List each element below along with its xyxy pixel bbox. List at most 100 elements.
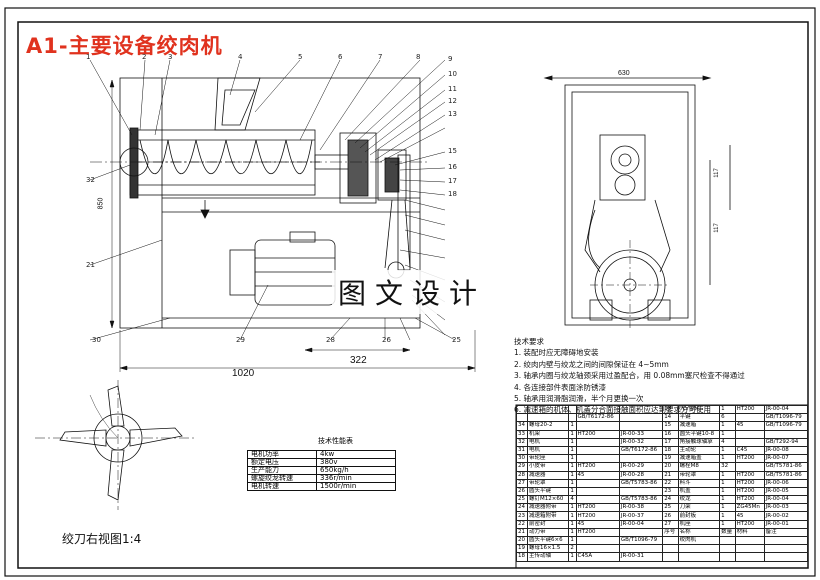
cutter-caption: 绞刀右视图1:4 [62, 532, 142, 546]
bom-cell: JR-00-32 [618, 437, 664, 447]
bom-cell: 16 [662, 429, 679, 439]
bom-cell: JR-00-04 [618, 519, 664, 529]
bom-cell: GB/T1096-79 [763, 413, 809, 423]
bom-cell [719, 544, 736, 554]
part-label: 26 [382, 336, 391, 344]
bom-cell: 1 [719, 429, 736, 439]
part-label: 5 [298, 53, 303, 61]
bom-cell: JR-00-38 [618, 503, 664, 513]
part-label: 2 [142, 53, 147, 61]
bom-cell: 螺母20-2 [527, 421, 570, 431]
spec-value: 1500r/min [316, 482, 396, 491]
bom-cell: GB/T5781-86 [763, 470, 809, 480]
bom-cell: 1 [719, 404, 736, 415]
bom-cell: 1 [719, 478, 736, 488]
bom-cell: 带轮罩 [677, 470, 721, 480]
bom-cell: 减速器 [527, 470, 570, 480]
tech-heading: 技术要求 [514, 337, 544, 346]
bom-cell: HT200 [734, 478, 765, 488]
bom-cell: 螺栓M8 [677, 462, 721, 472]
part-label: 21 [86, 261, 95, 269]
bom-cell: 1 [719, 454, 736, 464]
bom-cell: 26 [515, 486, 529, 497]
bom-cell: JR-00-06 [763, 478, 809, 488]
bom-cell: 18 [662, 445, 679, 456]
bom-cell: 14 [662, 413, 679, 423]
bom-cell: 1 [568, 445, 577, 456]
bom-cell: HT200 [575, 429, 620, 439]
bom-cell [763, 535, 809, 546]
part-label: 9 [448, 55, 453, 63]
bom-cell [719, 535, 736, 546]
bom-cell [734, 552, 765, 562]
bom-cell: 绞龙 [677, 495, 721, 505]
bom-cell: 4 [568, 495, 577, 505]
bom-cell [575, 404, 620, 415]
bom-cell: 圆头平键 [527, 486, 570, 497]
bom-cell [618, 486, 664, 497]
bom-cell [618, 527, 664, 538]
bom-cell: 2 [568, 544, 577, 554]
bom-cell [677, 544, 721, 554]
bom-cell [618, 421, 664, 431]
bom-cell: 带轮罩 [527, 478, 570, 488]
bom-cell: 18 [515, 552, 529, 562]
bom-cell: 15 [662, 421, 679, 431]
bom-cell: 圆头平键6×6 [527, 535, 570, 546]
part-label: 3 [168, 53, 173, 61]
bom-cell: 45 [734, 421, 765, 431]
bom-cell [575, 495, 620, 505]
bom-cell: 34 [515, 421, 529, 431]
bom-cell: 带轮座 [527, 454, 570, 464]
bom-cell: 刀架 [677, 503, 721, 513]
bom-cell [763, 429, 809, 439]
bom-cell: 螺母16×1.5 [527, 544, 570, 554]
tech-item: 1. 装配时应无障碍地安装 [514, 348, 599, 358]
bom-cell: GB/T5783-86 [618, 495, 664, 505]
bom-cell: 1 [568, 552, 577, 562]
bom-cell [719, 552, 736, 562]
part-label: 7 [378, 53, 383, 61]
bom-cell: 圆头平键10-8 [677, 429, 721, 439]
side-view [543, 75, 731, 330]
bom-cell [575, 478, 620, 488]
bom-cell: 21 [662, 470, 679, 480]
bom-cell: 23 [515, 511, 529, 521]
cutter-view [35, 380, 195, 510]
part-label: 28 [326, 336, 335, 344]
bom-cell: 电机 [527, 437, 570, 447]
part-label: 29 [236, 336, 245, 344]
part-label: 1 [86, 53, 91, 61]
bom-cell: 22 [515, 519, 529, 529]
dim-height: 850 [97, 197, 105, 210]
bom-cell: 机盖 [677, 486, 721, 497]
part-label: 17 [448, 177, 457, 185]
bom-cell [527, 413, 570, 423]
bom-cell [568, 404, 577, 415]
bom-cell: HT200 [734, 495, 765, 505]
bom-cell: 29 [515, 462, 529, 472]
bom-cell: 减速箱附带 [527, 511, 570, 521]
spec-table-title: 技术性能表 [318, 437, 353, 445]
bom-cell: 1 [568, 421, 577, 431]
bom-cell: 1 [568, 535, 577, 546]
bom-cell: 31 [515, 445, 529, 456]
bom-cell: 序号 [662, 527, 679, 538]
bom-cell: 33 [515, 429, 529, 439]
bom-cell: HT200 [575, 527, 620, 538]
dim-side-h1: 117 [713, 168, 720, 178]
bom-cell: 1 [568, 478, 577, 488]
part-label: 12 [448, 97, 457, 105]
bom-cell: 动力带 [527, 527, 570, 538]
